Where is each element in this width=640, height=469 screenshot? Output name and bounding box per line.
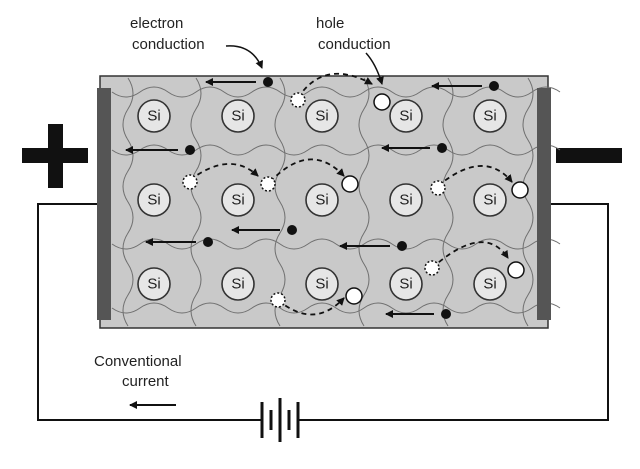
lattice-line [274,77,286,327]
si-atom [389,99,423,133]
si-atom-label: Si [315,108,328,125]
hole [373,93,391,111]
si-atom-label: Si [483,276,496,293]
si-atom [305,183,339,217]
battery-icon [260,398,300,442]
carrier-motion [125,72,529,319]
si-atom-label: Si [231,108,244,125]
conventional-current-label-line1: Conventional [94,353,182,370]
si-atom-label: Si [147,108,160,125]
electron [263,77,273,87]
lattice-line [111,302,561,314]
vacated-hole [260,176,276,192]
hole [341,175,359,193]
hole-motion-path [277,297,345,316]
si-atom-label: Si [231,192,244,209]
electron [489,81,499,91]
lattice-line [190,77,202,327]
si-atom-label: Si [315,276,328,293]
hole-conduction-label-line2: conduction [318,36,391,53]
electron-label-pointer [225,45,263,69]
si-atom [137,99,171,133]
electron-conduction-label-line2: conduction [132,36,205,53]
si-atom-label: Si [315,192,328,209]
si-atom [305,99,339,133]
lattice-line [111,86,561,98]
hole-motion-path [437,165,513,187]
hole-label-pointer [365,52,384,85]
si-atom [473,183,507,217]
electron [203,237,213,247]
circuit-wire [37,203,609,421]
electron [397,241,407,251]
si-atom-label: Si [231,276,244,293]
si-atom [221,183,255,217]
si-atom-label: Si [147,276,160,293]
lattice-line [111,238,561,250]
hole-motion-path [189,163,259,181]
si-atom-label: Si [399,108,412,125]
si-atom-label: Si [399,276,412,293]
si-atom [473,267,507,301]
electron [287,225,297,235]
si-atom-label: Si [399,192,412,209]
vacated-hole [182,174,198,190]
hole [511,181,529,199]
si-atom [389,267,423,301]
hole-motion-path [269,158,345,183]
lattice-line [358,77,370,327]
lattice-line [522,77,534,327]
electron [441,309,451,319]
si-atom [305,267,339,301]
right-electrode [537,88,551,320]
lattice-line [122,77,134,327]
si-atom [389,183,423,217]
hole-conduction-label-line1: hole [316,15,344,32]
vacated-hole [424,260,440,276]
vacated-hole [430,180,446,196]
si-atom-label: Si [483,192,496,209]
si-atom [137,267,171,301]
lattice-line [442,77,454,327]
si-atom-label: Si [483,108,496,125]
plus-terminal-icon [22,124,88,188]
electron [437,143,447,153]
hole-motion-path [431,241,509,269]
conventional-current-label-line2: current [122,373,170,390]
hole-motion-path [297,72,373,99]
si-atom [221,267,255,301]
si-atom-label: Si [147,192,160,209]
vacated-hole [270,292,286,308]
si-atom [473,99,507,133]
lattice-lines [111,77,561,327]
hole [345,287,363,305]
hole [507,261,525,279]
electron-conduction-label-line1: electron [130,15,183,32]
left-electrode [97,88,111,320]
minus-terminal-icon [556,148,622,163]
si-atom [137,183,171,217]
si-atom [221,99,255,133]
vacated-hole [290,92,306,108]
electron [185,145,195,155]
